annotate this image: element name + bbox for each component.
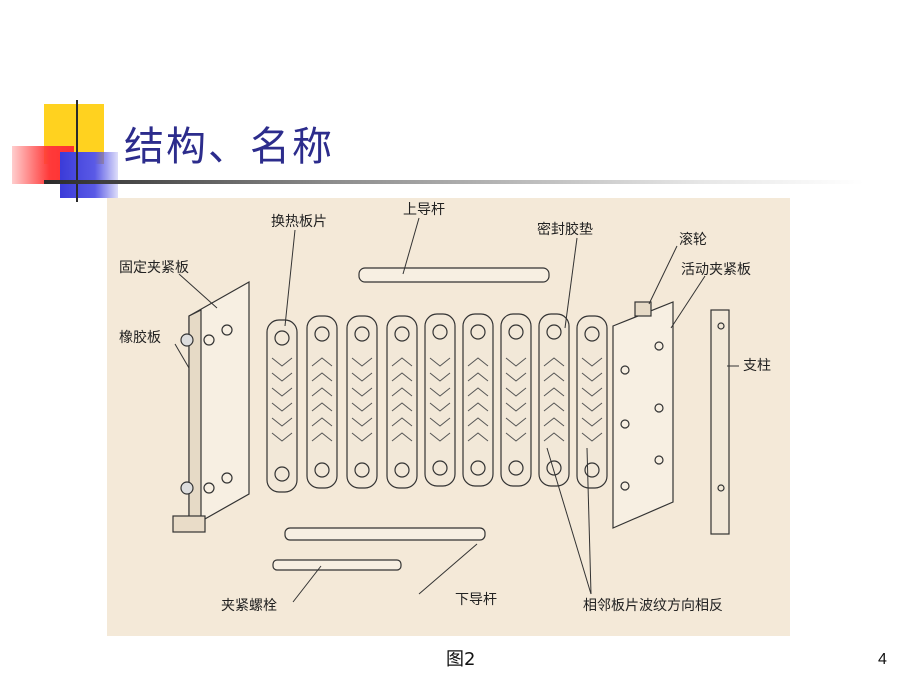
label-fixed-frame: 固定夹紧板 — [119, 260, 189, 276]
label-roller: 滚轮 — [679, 231, 707, 248]
label-lower-rod: 下导杆 — [455, 592, 497, 608]
label-movable-frame: 活动夹紧板 — [681, 262, 751, 278]
movable-frame-shape — [612, 301, 674, 529]
roller-shape — [634, 301, 652, 317]
decor-blue-square — [60, 152, 118, 198]
upper-rod-shape — [358, 267, 550, 283]
plate-stack — [266, 313, 608, 493]
diagram-drawing: 固定夹紧板 橡胶板 换热板片 上导杆 密封胶垫 滚轮 活动夹紧板 支柱 下导杆 … — [119, 202, 771, 614]
label-plate: 换热板片 — [271, 213, 327, 230]
fixed-frame-base — [172, 515, 206, 533]
label-upper-rod: 上导杆 — [403, 202, 445, 218]
title-underline — [44, 180, 864, 184]
plate-ports — [274, 324, 600, 482]
slide-title: 结构、名称 — [124, 124, 334, 170]
label-rubber-plate: 橡胶板 — [119, 329, 161, 346]
label-column: 支柱 — [743, 358, 771, 374]
figure-caption: 图2 — [446, 649, 476, 670]
page-number: 4 — [878, 651, 887, 668]
column-shape — [710, 309, 730, 535]
label-gasket: 密封胶垫 — [537, 221, 593, 238]
label-bolt: 夹紧螺栓 — [221, 598, 277, 614]
heat-exchanger-diagram: 固定夹紧板 橡胶板 换热板片 上导杆 密封胶垫 滚轮 活动夹紧板 支柱 下导杆 … — [107, 198, 790, 636]
decor-vertical-line — [76, 100, 78, 202]
label-corrugation-note: 相邻板片波纹方向相反 — [583, 598, 723, 614]
lower-rod-shape — [284, 527, 486, 541]
bolt-shape — [272, 559, 402, 571]
